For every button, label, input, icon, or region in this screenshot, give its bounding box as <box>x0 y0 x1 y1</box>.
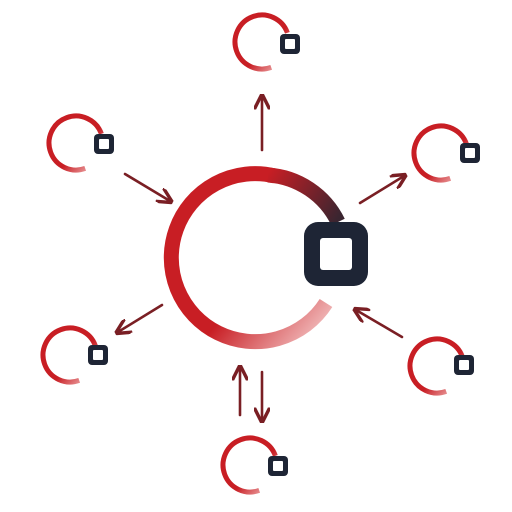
satellite-top-icon <box>232 12 300 72</box>
satellite-ring <box>46 113 104 173</box>
spoke-arrows <box>118 97 404 420</box>
central-ring-node-icon <box>163 166 368 350</box>
satellite-ring <box>220 435 278 495</box>
satellite-ring <box>411 123 469 183</box>
satellite-lower-right-icon <box>407 336 474 396</box>
satellite-upper-right-icon <box>411 123 480 183</box>
satellite-bottom-icon <box>220 435 288 495</box>
satellite-ring <box>232 12 290 72</box>
arrow-from-lower-right <box>356 310 404 339</box>
arrow-to-upper-right <box>358 176 404 205</box>
satellite-ring <box>40 325 98 385</box>
satellite-upper-left-icon <box>46 113 114 173</box>
satellite-ring <box>407 336 465 396</box>
arrow-from-upper-left <box>123 172 170 201</box>
arrow-to-lower-left <box>118 303 164 332</box>
satellite-lower-left-icon <box>40 325 108 385</box>
satellite-nodes <box>40 12 480 495</box>
